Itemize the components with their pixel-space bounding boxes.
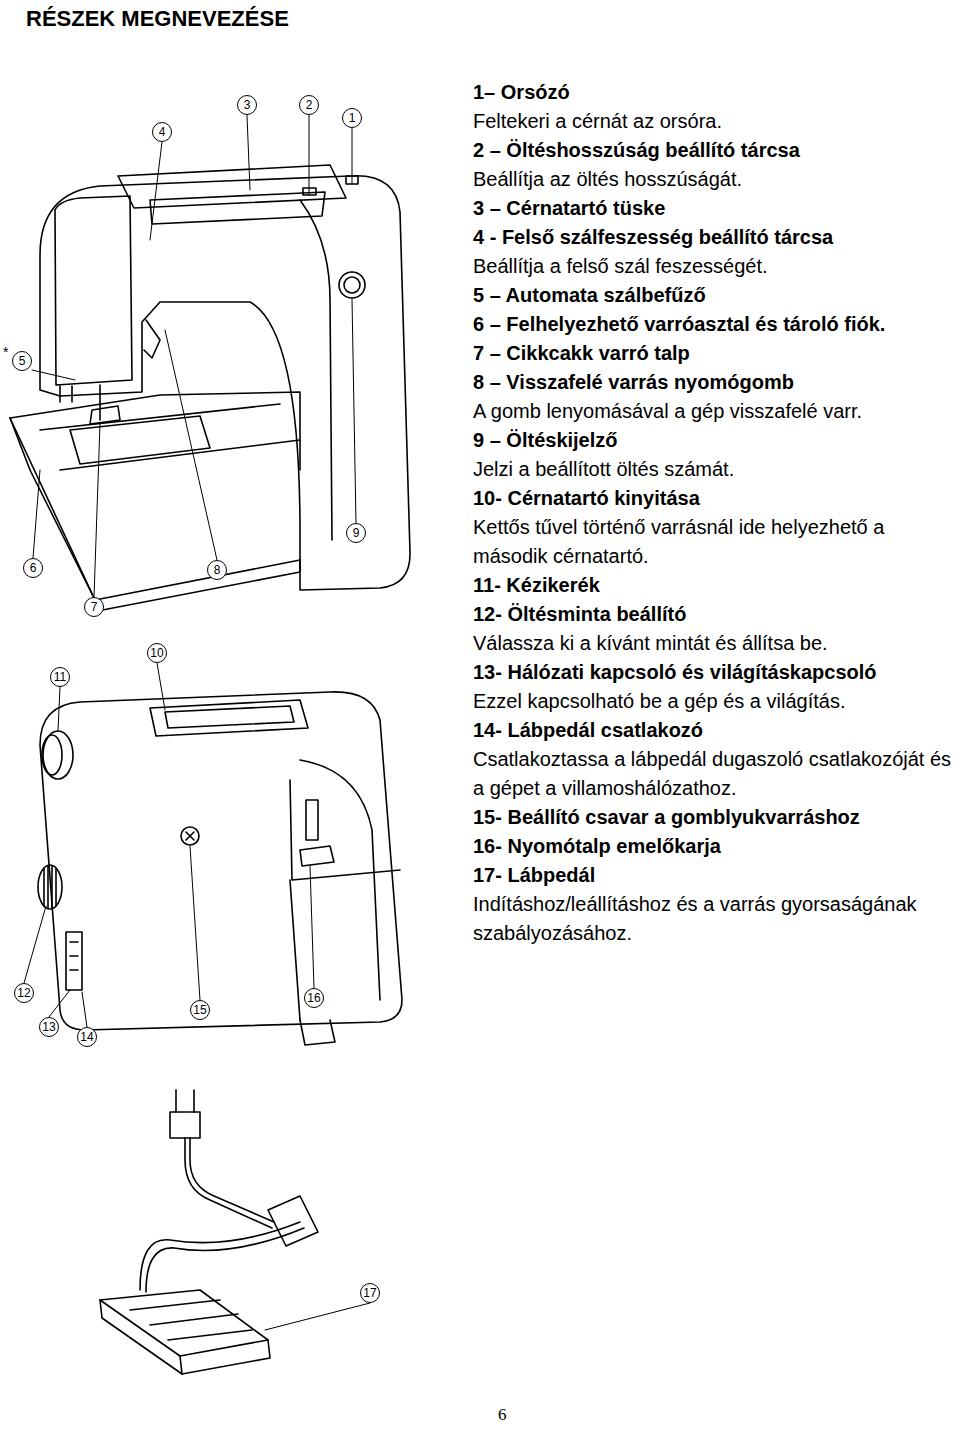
part-name: 3 – Cérnatartó tüske [473,194,956,223]
callout-circle: 10 [147,643,167,663]
part-description: Csatlakoztassa a lábpedál dugaszoló csat… [473,745,956,803]
callout-number: 16 [307,992,320,1004]
part-name: 4 - Felső szálfeszesség beállító tárcsa [473,223,956,252]
page-number: 6 [498,1405,507,1425]
callout-circle: 14 [77,1027,97,1047]
page-title: RÉSZEK MEGNEVEZÉSE [26,6,289,32]
callout-circle: 1 [342,108,362,128]
callout-number: 11 [54,671,66,683]
part-description: Ezzel kapcsolható be a gép és a világítá… [473,687,956,716]
part-name: 7 – Cikkcakk varró talp [473,339,956,368]
part-description: Indításhoz/leállításhoz és a varrás gyor… [473,890,956,948]
part-name: 16- Nyomótalp emelőkarja [473,832,956,861]
callout-number: 17 [363,1287,376,1299]
callout-circle: 8 [207,560,227,580]
part-name: 9 – Öltéskijelző [473,426,956,455]
callout-number: 13 [42,1021,55,1033]
part-description: Beállítja a felső szál feszességét. [473,252,956,281]
callout-number: 8 [214,564,221,576]
callout-circle: 16 [304,988,324,1008]
part-name: 2 – Öltéshosszúság beállító tárcsa [473,136,956,165]
callout-number: 5 [19,355,26,367]
callout-circle: 7 [84,597,104,617]
callout-number: 15 [193,1004,206,1016]
asterisk-mark: * [3,344,8,360]
part-name: 5 – Automata szálbefűző [473,281,956,310]
callout-number: 9 [353,527,360,539]
callout-number: 2 [306,99,313,111]
callout-circle: 9 [346,523,366,543]
callout-number: 12 [17,987,30,999]
callout-number: 6 [30,562,37,574]
callout-circle: 15 [190,1000,210,1020]
part-description: Kettős tűvel történő varrásnál ide helye… [473,513,956,571]
callout-number: 7 [91,601,98,613]
part-description: Feltekeri a cérnát az orsóra. [473,107,956,136]
callout-circle: 11 [50,667,70,687]
callout-circle: 5 [12,351,32,371]
callout-circle: 6 [23,558,43,578]
callout-circle: 13 [39,1017,59,1037]
callout-number: 14 [80,1031,93,1043]
part-name: 8 – Visszafelé varrás nyomógomb [473,368,956,397]
part-description: Beállítja az öltés hosszúságát. [473,165,956,194]
part-name: 17- Lábpedál [473,861,956,890]
callout-number: 3 [244,99,251,111]
callout-number: 1 [349,112,356,124]
part-name: 13- Hálózati kapcsoló és világításkapcso… [473,658,956,687]
callout-number: 10 [150,647,163,659]
callout-circle: 3 [237,95,257,115]
part-name: 14- Lábpedál csatlakozó [473,716,956,745]
part-description: Válassza ki a kívánt mintát és állítsa b… [473,629,956,658]
part-name: 1– Orsózó [473,78,956,107]
part-description: A gomb lenyomásával a gép visszafelé var… [473,397,956,426]
callout-circle: 17 [360,1283,380,1303]
part-name: 10- Cérnatartó kinyitása [473,484,956,513]
part-name: 15- Beállító csavar a gomblyukvarráshoz [473,803,956,832]
callout-circle: 12 [14,983,34,1003]
part-description: Jelzi a beállított öltés számát. [473,455,956,484]
part-name: 12- Öltésminta beállító [473,600,956,629]
part-name: 11- Kézikerék [473,571,956,600]
callout-circle: 2 [299,95,319,115]
callout-circle: 4 [152,122,172,142]
callout-number: 4 [159,126,166,138]
part-name: 6 – Felhelyezhető varróasztal és tároló … [473,310,956,339]
